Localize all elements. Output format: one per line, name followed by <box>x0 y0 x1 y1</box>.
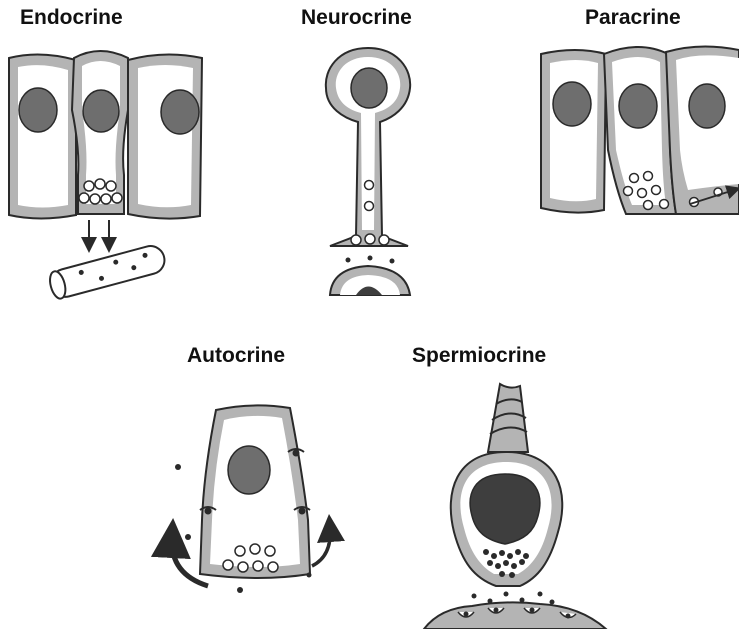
oocyte-surface <box>424 602 606 629</box>
nucleus-icon <box>228 446 270 494</box>
neurocrine-target-cell <box>330 266 410 295</box>
neurocrine-illustration <box>326 48 410 295</box>
endocrine-secreting-cell <box>72 51 128 214</box>
nucleus-icon <box>553 82 591 126</box>
spermiocrine-illustration <box>424 384 606 629</box>
blood-vessel-icon <box>47 243 167 300</box>
nucleus-icon <box>619 84 657 128</box>
paracrine-secreting-cell <box>604 47 676 214</box>
endocrine-illustration <box>9 51 202 300</box>
nucleus-icon <box>351 68 387 108</box>
nucleus-icon <box>19 88 57 132</box>
endocrine-right-cell <box>128 54 202 218</box>
nucleus-icon <box>161 90 199 134</box>
endocrine-left-cell <box>9 54 76 218</box>
paracrine-right-cell <box>666 46 739 214</box>
right-curved-arrow-icon <box>312 528 330 566</box>
paracrine-illustration <box>541 46 739 214</box>
paracrine-left-cell <box>541 50 606 213</box>
autocrine-illustration <box>172 405 330 593</box>
nucleus-icon <box>83 90 119 132</box>
released-molecules <box>346 256 395 264</box>
nucleus-icon <box>689 84 725 128</box>
